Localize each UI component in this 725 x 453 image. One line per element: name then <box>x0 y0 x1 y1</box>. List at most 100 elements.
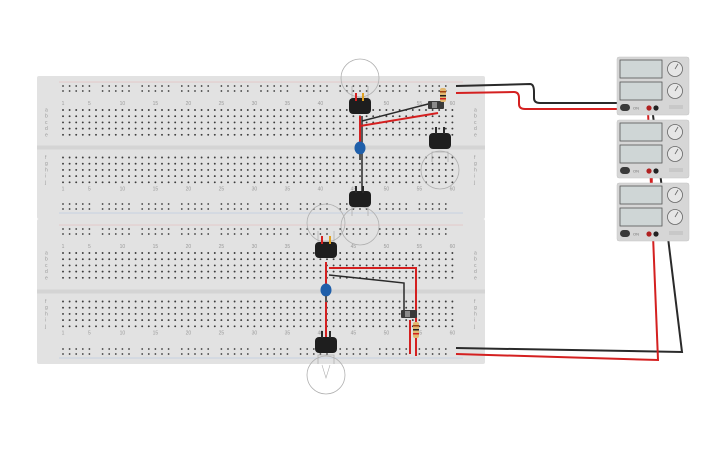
terminal-hole[interactable] <box>180 115 183 118</box>
terminal-hole[interactable] <box>134 162 137 165</box>
terminal-hole[interactable] <box>154 162 157 165</box>
terminal-hole[interactable] <box>431 162 434 165</box>
terminal-hole[interactable] <box>101 127 104 130</box>
rail-hole[interactable] <box>438 208 441 210</box>
terminal-hole[interactable] <box>81 181 84 184</box>
terminal-hole[interactable] <box>352 121 355 124</box>
terminal-hole[interactable] <box>167 109 170 111</box>
terminal-hole[interactable] <box>418 127 421 130</box>
rail-hole[interactable] <box>286 348 289 350</box>
terminal-hole[interactable] <box>187 325 190 328</box>
terminal-hole[interactable] <box>154 312 157 315</box>
terminal-hole[interactable] <box>161 168 163 171</box>
terminal-hole[interactable] <box>200 121 203 124</box>
terminal-hole[interactable] <box>227 127 229 130</box>
terminal-hole[interactable] <box>147 121 150 124</box>
rail-hole[interactable] <box>68 233 71 235</box>
terminal-hole[interactable] <box>451 264 454 267</box>
terminal-hole[interactable] <box>312 175 315 178</box>
terminal-hole[interactable] <box>128 264 130 267</box>
rail-hole[interactable] <box>273 90 276 92</box>
rail-hole[interactable] <box>378 203 381 205</box>
terminal-hole[interactable] <box>279 325 282 328</box>
terminal-hole[interactable] <box>114 300 117 303</box>
terminal-hole[interactable] <box>392 325 394 328</box>
terminal-hole[interactable] <box>411 168 414 171</box>
terminal-hole[interactable] <box>194 312 196 315</box>
rail-hole[interactable] <box>121 85 124 87</box>
terminal-hole[interactable] <box>378 175 381 178</box>
terminal-hole[interactable] <box>147 109 150 111</box>
terminal-hole[interactable] <box>121 121 124 124</box>
terminal-hole[interactable] <box>392 156 394 159</box>
terminal-hole[interactable] <box>319 264 322 267</box>
terminal-hole[interactable] <box>306 258 309 261</box>
rail-hole[interactable] <box>108 348 111 350</box>
terminal-hole[interactable] <box>266 127 269 130</box>
terminal-hole[interactable] <box>253 115 256 118</box>
rail-hole[interactable] <box>88 90 91 92</box>
terminal-hole[interactable] <box>121 181 124 184</box>
terminal-hole[interactable] <box>134 300 137 303</box>
rail-hole[interactable] <box>444 203 447 205</box>
terminal-hole[interactable] <box>326 133 328 136</box>
terminal-hole[interactable] <box>147 156 150 159</box>
rail-hole[interactable] <box>220 353 223 355</box>
terminal-hole[interactable] <box>273 264 276 267</box>
terminal-hole[interactable] <box>68 115 71 118</box>
terminal-hole[interactable] <box>174 252 177 254</box>
terminal-hole[interactable] <box>134 312 137 315</box>
rail-hole[interactable] <box>128 353 130 355</box>
rail-hole[interactable] <box>128 203 130 205</box>
rail-hole[interactable] <box>385 228 388 230</box>
terminal-hole[interactable] <box>161 115 163 118</box>
terminal-hole[interactable] <box>108 312 111 315</box>
terminal-hole[interactable] <box>114 115 117 118</box>
rail-hole[interactable] <box>180 228 183 230</box>
terminal-hole[interactable] <box>147 168 150 171</box>
terminal-hole[interactable] <box>438 306 441 309</box>
terminal-hole[interactable] <box>359 319 361 322</box>
rail-hole[interactable] <box>147 90 150 92</box>
rail-hole[interactable] <box>378 90 381 92</box>
terminal-hole[interactable] <box>134 121 137 124</box>
terminal-hole[interactable] <box>141 300 144 303</box>
terminal-hole[interactable] <box>306 319 309 322</box>
terminal-hole[interactable] <box>418 252 421 254</box>
terminal-hole[interactable] <box>233 109 236 111</box>
rail-hole[interactable] <box>81 348 84 350</box>
terminal-hole[interactable] <box>101 258 104 261</box>
rail-hole[interactable] <box>359 85 361 87</box>
terminal-hole[interactable] <box>392 306 394 309</box>
rail-hole[interactable] <box>141 233 144 235</box>
terminal-hole[interactable] <box>220 162 223 165</box>
switch-2[interactable] <box>401 310 417 318</box>
rail-hole[interactable] <box>312 203 315 205</box>
terminal-hole[interactable] <box>246 252 249 254</box>
terminal-hole[interactable] <box>108 306 111 309</box>
terminal-hole[interactable] <box>108 168 111 171</box>
terminal-hole[interactable] <box>451 312 454 315</box>
rail-hole[interactable] <box>240 203 243 205</box>
capacitor-1[interactable] <box>354 141 366 161</box>
rail-hole[interactable] <box>286 208 289 210</box>
rail-hole[interactable] <box>246 208 249 210</box>
terminal-hole[interactable] <box>339 127 342 130</box>
terminal-hole[interactable] <box>88 300 91 303</box>
terminal-hole[interactable] <box>233 312 236 315</box>
terminal-hole[interactable] <box>411 270 414 273</box>
terminal-hole[interactable] <box>114 312 117 315</box>
terminal-hole[interactable] <box>299 162 302 165</box>
rail-hole[interactable] <box>286 233 289 235</box>
rail-hole[interactable] <box>431 348 434 350</box>
terminal-hole[interactable] <box>213 312 216 315</box>
terminal-hole[interactable] <box>62 175 64 178</box>
terminal-hole[interactable] <box>194 252 196 254</box>
terminal-hole[interactable] <box>359 325 361 328</box>
rail-hole[interactable] <box>359 233 361 235</box>
rail-hole[interactable] <box>260 85 262 87</box>
terminal-hole[interactable] <box>279 264 282 267</box>
terminal-hole[interactable] <box>68 306 71 309</box>
terminal-hole[interactable] <box>101 276 104 279</box>
terminal-hole[interactable] <box>240 264 243 267</box>
